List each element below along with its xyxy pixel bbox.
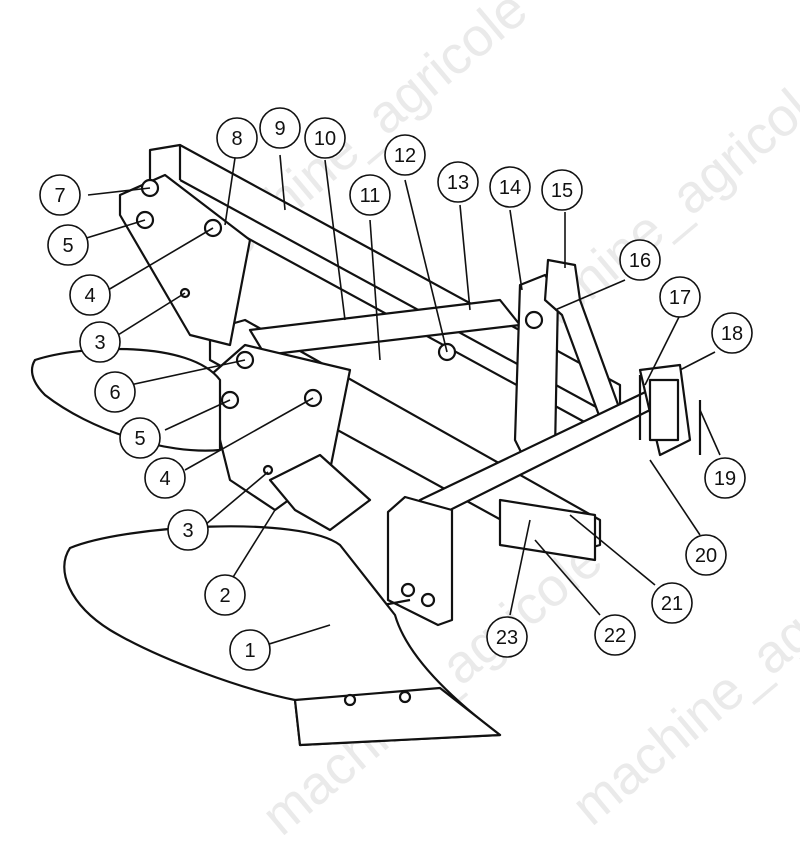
svg-text:10: 10 <box>314 128 336 150</box>
svg-text:22: 22 <box>604 625 626 647</box>
callout-4: 4 <box>69 274 111 316</box>
pin-bracket-plate <box>648 378 680 442</box>
callout-18: 18 <box>711 312 753 354</box>
svg-text:4: 4 <box>84 285 95 307</box>
callout-1: 1 <box>229 629 271 671</box>
svg-text:20: 20 <box>695 545 717 567</box>
svg-text:2: 2 <box>219 585 230 607</box>
callout-22: 22 <box>594 614 636 656</box>
svg-text:19: 19 <box>714 468 736 490</box>
svg-text:4: 4 <box>159 468 170 490</box>
svg-text:13: 13 <box>447 172 469 194</box>
bolt <box>420 592 436 608</box>
svg-text:8: 8 <box>231 128 242 150</box>
svg-text:9: 9 <box>274 118 285 140</box>
svg-text:12: 12 <box>394 145 416 167</box>
svg-text:23: 23 <box>496 627 518 649</box>
share-bolt <box>398 690 412 704</box>
front-mount-plate <box>386 495 454 627</box>
callout-2: 2 <box>204 574 246 616</box>
svg-text:14: 14 <box>499 177 521 199</box>
svg-text:17: 17 <box>669 287 691 309</box>
svg-text:18: 18 <box>721 323 743 345</box>
callout-23: 23 <box>486 616 528 658</box>
plough-drawing <box>30 143 702 747</box>
svg-text:7: 7 <box>54 185 65 207</box>
svg-text:6: 6 <box>109 382 120 404</box>
callout-12: 12 <box>384 134 426 176</box>
callout-7: 7 <box>39 174 81 216</box>
callout-21: 21 <box>651 582 693 624</box>
callout-6: 6 <box>94 371 136 413</box>
svg-text:1: 1 <box>244 640 255 662</box>
svg-text:5: 5 <box>62 235 73 257</box>
callout-17: 17 <box>659 276 701 318</box>
callout-4b: 4 <box>144 457 186 499</box>
svg-text:21: 21 <box>661 593 683 615</box>
callout-5: 5 <box>47 224 89 266</box>
share-bolt <box>343 693 357 707</box>
callout-19: 19 <box>704 457 746 499</box>
bolt <box>524 310 544 330</box>
callout-11: 11 <box>349 174 391 216</box>
callout-20: 20 <box>685 534 727 576</box>
svg-text:3: 3 <box>182 520 193 542</box>
frog <box>268 453 372 532</box>
svg-text:15: 15 <box>551 180 573 202</box>
share <box>293 686 502 747</box>
callout-13: 13 <box>437 161 479 203</box>
plough-parts-diagram: 1 2 3 3 4 4 5 5 6 7 8 9 10 11 12 13 14 1… <box>30 107 753 747</box>
callout-14: 14 <box>489 166 531 208</box>
callout-16: 16 <box>619 239 661 281</box>
svg-text:16: 16 <box>629 250 651 272</box>
callout-10: 10 <box>304 117 346 159</box>
svg-text:5: 5 <box>134 428 145 450</box>
callout-3: 3 <box>79 321 121 363</box>
svg-text:3: 3 <box>94 332 105 354</box>
bolt <box>400 582 416 598</box>
leader-lines <box>79 154 721 651</box>
svg-text:11: 11 <box>360 185 381 207</box>
callout-3b: 3 <box>167 509 209 551</box>
callout-5b: 5 <box>119 417 161 459</box>
callout-8: 8 <box>216 117 258 159</box>
callout-15: 15 <box>541 169 583 211</box>
callout-9: 9 <box>259 107 301 149</box>
bolt <box>262 464 274 476</box>
